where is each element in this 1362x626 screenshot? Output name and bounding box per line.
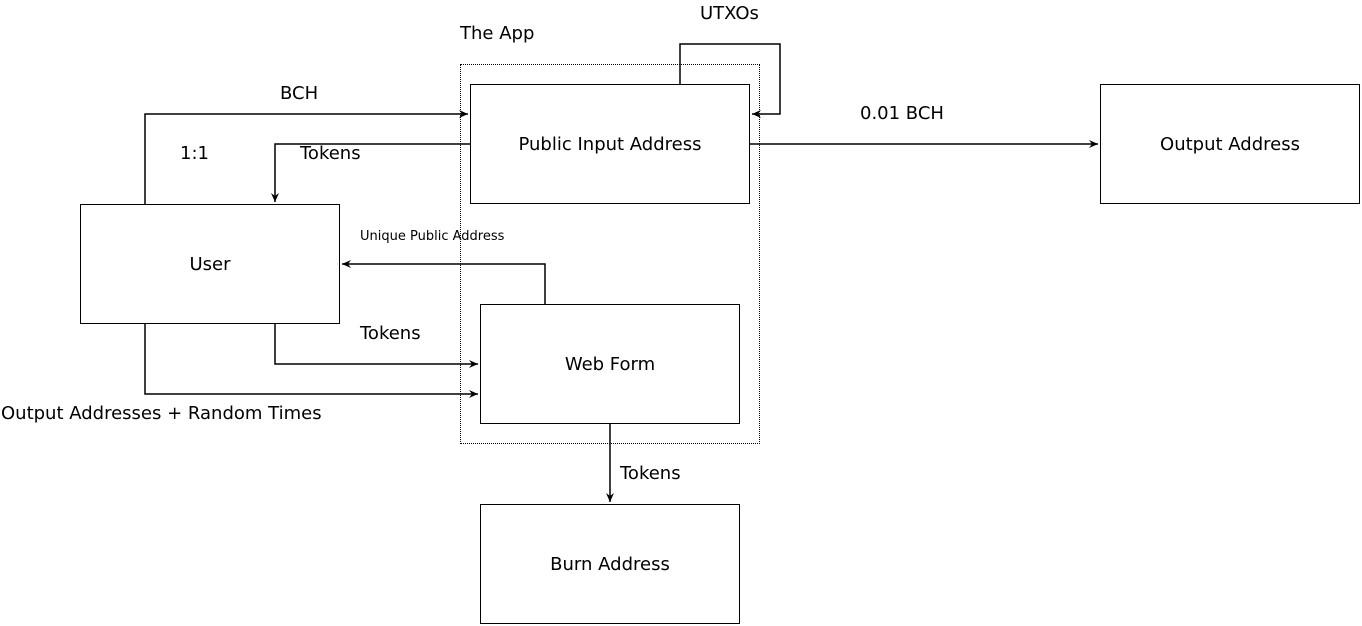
tokens-to-user-label: Tokens xyxy=(300,143,361,164)
to-output-edge-label: 0.01 BCH xyxy=(860,103,944,124)
bch-edge xyxy=(144,110,468,204)
output-random-edge xyxy=(144,324,478,398)
web-form-label: Web Form xyxy=(564,353,656,375)
the-app-label: The App xyxy=(460,23,535,44)
public-input-address-label: Public Input Address xyxy=(518,133,702,155)
tokens-to-burn-label: Tokens xyxy=(620,463,681,484)
tokens-to-form-edge xyxy=(274,324,478,368)
bch-edge-label: BCH xyxy=(280,83,319,104)
tokens-to-form-label: Tokens xyxy=(360,323,421,344)
burn-address-label: Burn Address xyxy=(550,553,670,575)
user-label: User xyxy=(189,253,231,275)
unique-public-edge xyxy=(342,260,546,304)
unique-public-address-label: Unique Public Address xyxy=(360,229,505,244)
output-random-times-label: Output Addresses + Random Times xyxy=(1,403,322,424)
tokens-to-user-edge xyxy=(271,143,470,202)
utxos-edge-label: UTXOs xyxy=(700,3,759,24)
output-address-node: Output Address xyxy=(1100,84,1360,204)
web-form-node: Web Form xyxy=(480,304,740,424)
utxos-loop-edge xyxy=(679,43,781,118)
output-address-label: Output Address xyxy=(1160,133,1300,155)
burn-address-node: Burn Address xyxy=(480,504,740,624)
ratio-label: 1:1 xyxy=(180,143,209,164)
public-input-address-node: Public Input Address xyxy=(470,84,750,204)
user-node: User xyxy=(80,204,340,324)
